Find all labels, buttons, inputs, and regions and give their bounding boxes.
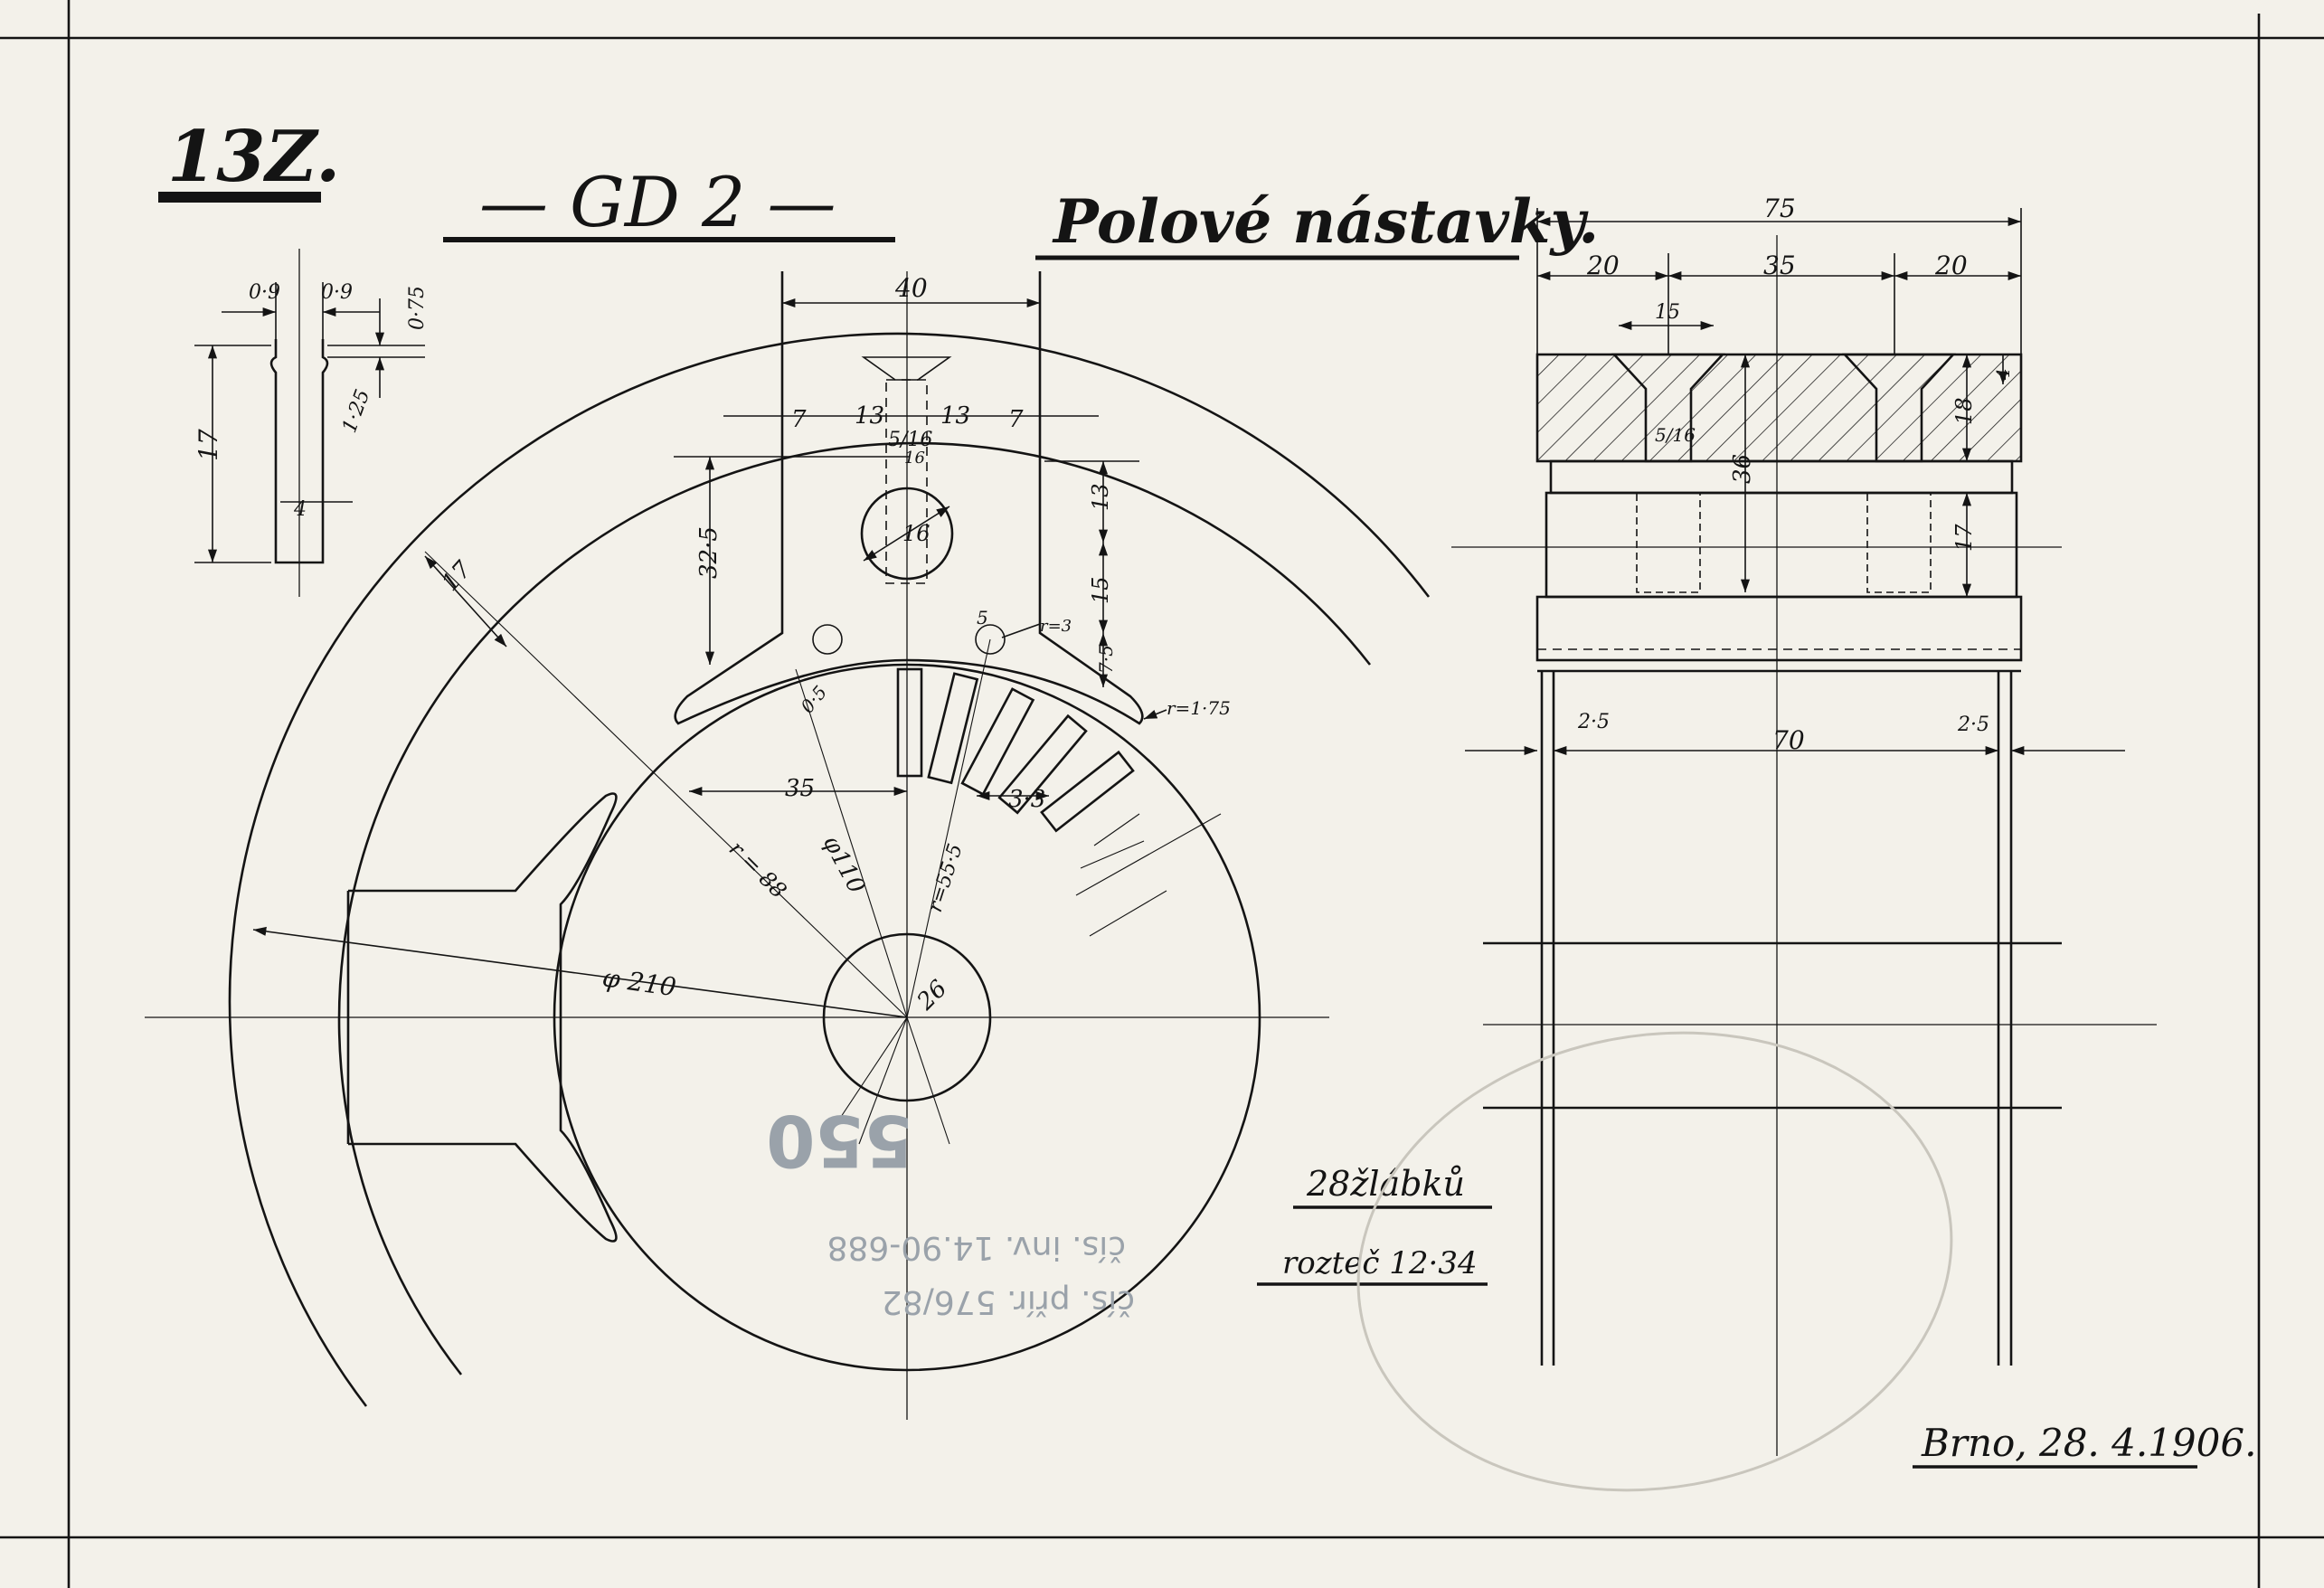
dim-middle-35: 35: [1763, 250, 1796, 280]
dim-gap-25-right: 2·5: [1957, 714, 1989, 736]
dim-height-13: 13: [1088, 483, 1113, 511]
dim-height-325: 32·5: [695, 526, 723, 579]
dim-radius-555: r=55·5: [924, 841, 968, 915]
dim-total-75: 75: [1763, 194, 1796, 223]
dim-slot-09-left: 0·9: [249, 281, 280, 304]
dim-screw-thread: 5/16: [888, 429, 932, 451]
dim-7-right: 7: [1008, 406, 1024, 433]
side-view-dimensions: 75 20 35 20 15 5/16 36 18 4 17 2·5 70 2·…: [1465, 194, 2125, 756]
place-date: Brno, 28. 4.1906.: [1921, 1421, 2256, 1465]
stamp-number: 550: [766, 1099, 913, 1180]
dim-slot-height: 17: [194, 429, 223, 461]
sheet-header: 13Z. — GD 2 — Polové nástavky.: [158, 116, 1599, 260]
series-title: — GD 2 —: [479, 162, 836, 242]
stamp-archive: čís. přír. 576/82: [882, 1283, 1135, 1320]
dim-slot-125: 1·25: [338, 386, 374, 436]
dim-ring-17: 17: [437, 556, 477, 597]
dim-tooth-33: 3·3: [1008, 786, 1045, 813]
drawing-title: Polové nástavky.: [1052, 186, 1599, 257]
dim-side-20-left: 20: [1586, 250, 1620, 280]
dim-diameter-210: φ 210: [600, 962, 678, 1002]
signature: Brno, 28. 4.1906.: [1913, 1421, 2256, 1469]
dim-radius-3: r=3: [1040, 617, 1072, 636]
dim-radius-88: r = 88: [724, 836, 792, 903]
note-pitch: rozteč 12·34: [1282, 1245, 1478, 1281]
dim-7-left: 7: [791, 406, 807, 433]
armature-teeth: [896, 667, 1135, 833]
front-view-dimensions: 40 7 13 13 7 5/16 16 16 32·5 13 15 7·5 r…: [252, 273, 1231, 1018]
hatched-yoke: [1535, 353, 2023, 463]
dim-height-18: 18: [1951, 397, 1977, 425]
stamp-inventory: čís. inv. 14.90-688: [827, 1229, 1126, 1266]
sheet-number: 13Z.: [167, 116, 340, 198]
dim-hole-5: 5: [977, 607, 988, 629]
dim-gap-25-left: 2·5: [1577, 711, 1610, 733]
dim-13-left: 13: [855, 402, 884, 430]
archive-stamp: 550 čís. inv. 14.90-688 čís. přír. 576/8…: [766, 1031, 1953, 1492]
side-view: [1451, 235, 2157, 1456]
dim-length-70: 70: [1772, 725, 1805, 755]
notes: 28žlábků rozteč 12·34: [1257, 1164, 1492, 1286]
dim-slot-width: 4: [293, 498, 307, 521]
front-view: [145, 271, 1431, 1420]
dim-bore-26: 26: [912, 975, 952, 1016]
dim-height-15: 15: [1088, 576, 1113, 604]
dim-slot-09-right: 0·9: [321, 281, 353, 304]
dim-depth-36: 36: [1729, 454, 1756, 484]
dim-diameter-110: φ110: [817, 831, 870, 898]
dim-radius-175: r=1·75: [1167, 697, 1231, 719]
dim-width-40: 40: [894, 273, 928, 303]
dim-side-20-right: 20: [1934, 250, 1968, 280]
slot-detail: 17 0·9 0·9 0·75 1·25 4: [194, 249, 429, 597]
dim-head-15: 15: [1655, 301, 1680, 324]
dim-screw-side: 5/16: [1655, 424, 1696, 446]
sheet-number-underline: [158, 192, 321, 203]
dim-width-35: 35: [785, 775, 815, 802]
dim-13-right: 13: [940, 402, 970, 430]
dim-hole-16: 16: [902, 521, 931, 546]
dim-screw-thread-denominator: 16: [904, 449, 925, 468]
dim-height-75: 7·5: [1095, 645, 1117, 674]
dim-height-17: 17: [1951, 524, 1977, 552]
dim-slot-075: 0·75: [406, 286, 429, 330]
dim-height-4: 4: [1992, 368, 2014, 381]
